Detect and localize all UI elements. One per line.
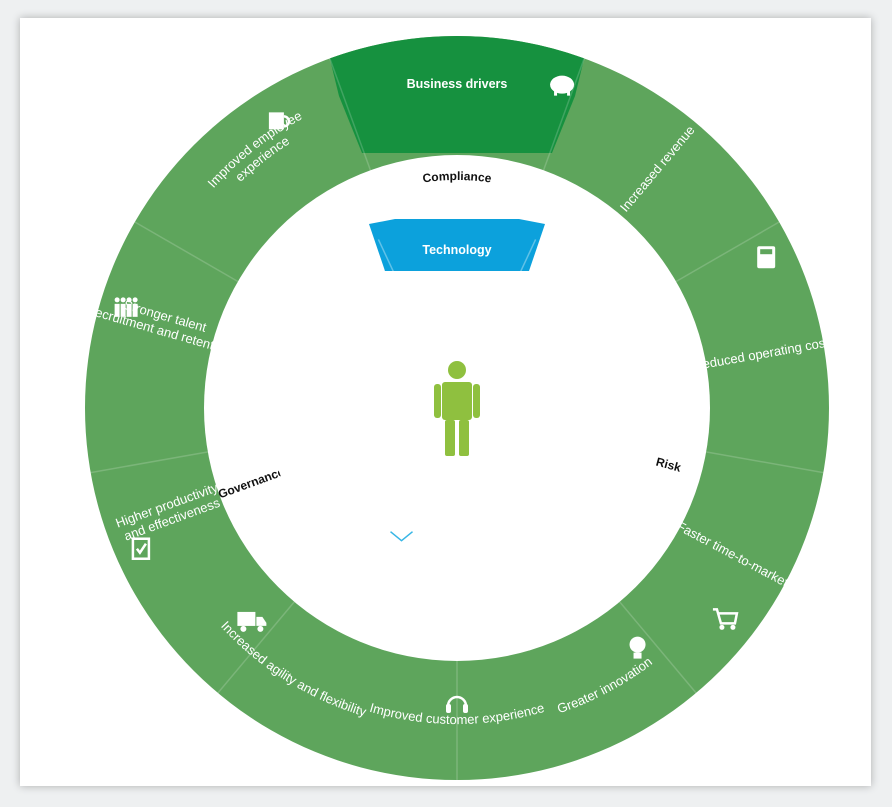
coffee-cup-icon — [268, 112, 291, 130]
technology-divider — [314, 287, 362, 329]
outer-divider — [90, 451, 209, 474]
lightbulb-icon — [629, 636, 646, 659]
risk-label: Risk — [654, 455, 682, 475]
calculator-icon — [757, 246, 776, 269]
person-icon — [434, 361, 480, 456]
technology-divider — [507, 521, 534, 579]
outer-divider — [134, 221, 240, 283]
people-small-icon — [589, 365, 609, 380]
tools-icon — [541, 281, 558, 298]
people-icon — [114, 297, 138, 317]
briefcase-icon — [483, 534, 504, 554]
plug-icon — [363, 273, 384, 294]
piggy-bank-icon — [550, 75, 575, 96]
middle-divider — [248, 266, 302, 305]
technology-divider — [509, 239, 537, 296]
core-divider — [520, 440, 567, 468]
svg-text:Collaboration: Collaboration — [586, 394, 660, 411]
compliance-label: Compliance — [422, 169, 493, 186]
truck-icon — [237, 611, 267, 632]
core-divider — [347, 440, 394, 468]
outer-divider — [217, 600, 296, 694]
svg-text:Risk: Risk — [654, 455, 682, 475]
middle-divider — [612, 266, 666, 305]
technology-divider — [271, 415, 333, 422]
network-icon — [300, 371, 319, 393]
technology-tab — [369, 219, 545, 271]
outer-divider — [618, 600, 697, 694]
business-drivers-tab-shape — [329, 35, 585, 153]
gear-icon — [322, 477, 341, 496]
outer-divider — [542, 58, 585, 172]
outer-divider — [674, 221, 780, 283]
chat-bubble-icon — [574, 478, 593, 495]
envelope-icon — [390, 531, 413, 546]
business-drivers-tab: Business drivers — [329, 35, 585, 153]
checklist-icon — [131, 537, 151, 560]
technology-divider — [572, 337, 630, 362]
technology-title: Technology — [422, 243, 491, 257]
technology-divider — [572, 454, 630, 479]
headset-icon — [446, 695, 468, 713]
technology-collaboration: Collaboration — [586, 394, 660, 411]
shopping-cart-icon — [712, 608, 739, 630]
core-communicate-label: Communicate — [416, 489, 499, 511]
outer-divider — [705, 451, 824, 474]
technology-divider — [331, 500, 374, 547]
outer-divider — [329, 58, 372, 172]
technology-divider — [377, 239, 405, 296]
business-drivers-title: Business drivers — [407, 77, 508, 91]
